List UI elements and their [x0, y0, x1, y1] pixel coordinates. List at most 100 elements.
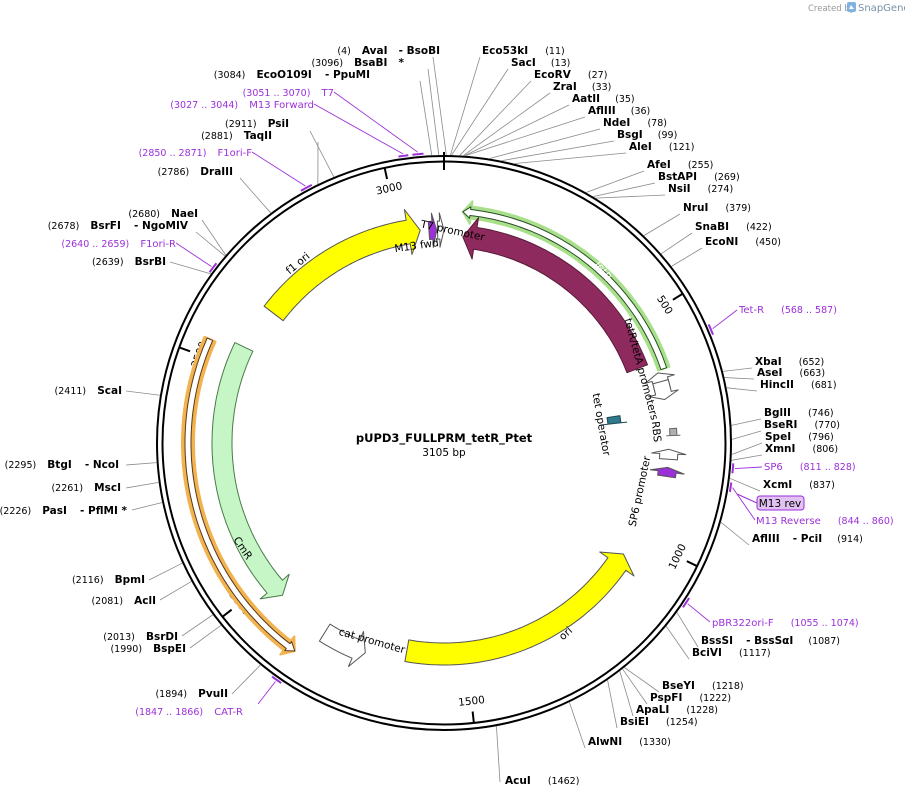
tet-operator-mark — [601, 415, 628, 426]
enzyme-label-bsrfi: (2678) BsrFI - NgoMIV — [48, 214, 189, 233]
enzyme-label-ecoo109i: (3084) EcoO109I - PpuMI — [214, 63, 370, 82]
scale-tick — [179, 346, 191, 353]
enzyme-pos: (2678) — [48, 221, 80, 232]
enzyme-leader — [489, 128, 601, 159]
primer-leader — [732, 487, 756, 521]
enzyme-pos: (914) — [837, 534, 863, 545]
enzyme-pos: (2411) — [55, 386, 87, 397]
enzyme-label-zrai: ZraI (33) — [553, 75, 611, 94]
enzyme-leader — [201, 219, 227, 256]
enzyme-name: XbaI — [755, 356, 782, 368]
primer-label-cat-r: (1847 .. 1866) CAT-R — [135, 700, 243, 719]
pbr322ori-f-primer-mark — [682, 597, 690, 608]
enzyme-pos: (2680) — [128, 209, 160, 220]
sp6-promoter-label: SP6 promoter — [627, 454, 654, 527]
enzyme-pos: (11) — [545, 46, 565, 57]
enzyme-label-aatii: AatII (35) — [572, 87, 635, 106]
enzyme-name: HincII — [760, 379, 794, 391]
enzyme-name: BsaBI — [354, 57, 387, 69]
enzyme-pos: (35) — [615, 94, 635, 105]
enzyme-name: BsiEI — [620, 716, 649, 728]
enzyme-label-saci: SacI (13) — [511, 51, 570, 70]
tetr-arrow-thin — [462, 206, 668, 371]
enzyme-name: AcuI — [505, 775, 531, 787]
enzyme-name: XcmI — [763, 479, 792, 491]
enzyme-label-nsii: NsiI (274) — [668, 177, 733, 196]
enzyme-label-bstapi: BstAPI (269) — [658, 165, 740, 184]
enzyme-label-alwni: AlwNI (1330) — [588, 730, 671, 749]
enzyme-pos: (255) — [688, 160, 714, 171]
enzyme-leader — [660, 232, 693, 255]
enzyme-label-bsabi: (3096) BsaBI * — [311, 51, 404, 70]
enzyme-pos: (837) — [809, 480, 835, 491]
primer-pos: (1055 .. 1074) — [791, 618, 859, 629]
snapgene-brand: SnapGene — [858, 3, 905, 14]
enzyme-name: NsiI — [668, 183, 691, 195]
enzyme-pos: (2639) — [92, 257, 124, 268]
enzyme-leader — [496, 726, 501, 783]
scale-tick-label: 1500 — [458, 694, 486, 709]
enzyme-pos: (2226) — [0, 506, 31, 517]
enzyme-name: AleI — [629, 141, 652, 153]
primer-pos: (3027 .. 3044) — [170, 100, 238, 111]
enzyme-name: AatII — [572, 93, 600, 105]
enzyme-pos: (1228) — [686, 705, 718, 716]
enzyme-name: BpmI — [115, 574, 145, 586]
tet-r-primer-mark — [707, 323, 714, 335]
enzyme-label-bcivi: BciVI (1117) — [692, 641, 771, 660]
enzyme-pos: (4) — [337, 46, 350, 57]
enzyme-extra: - BssSαI — [746, 635, 793, 647]
enzyme-leader — [459, 80, 532, 156]
enzyme-label-pasi: (2226) PasI - PflMI * — [0, 499, 128, 518]
enzyme-leader — [451, 68, 509, 156]
enzyme-pos: (2013) — [103, 632, 135, 643]
enzyme-name: SnaBI — [695, 221, 729, 233]
primer-pos: (568 .. 587) — [781, 305, 837, 316]
enzyme-leader — [731, 454, 763, 461]
enzyme-pos: (1990) — [110, 644, 142, 655]
enzyme-name: ScaI — [97, 385, 122, 397]
primer-leader — [333, 91, 419, 153]
enzyme-name: NdeI — [603, 117, 630, 129]
enzyme-label-bglii: BglII (746) — [764, 401, 834, 420]
enzyme-name: AflIII — [588, 105, 616, 117]
enzyme-leader — [462, 92, 551, 156]
enzyme-leader — [731, 418, 762, 426]
rbs-mark — [666, 427, 681, 437]
enzyme-leader — [125, 390, 161, 396]
enzyme-pos: (1087) — [808, 636, 840, 647]
tetr-arrow — [462, 217, 648, 374]
enzyme-name: NaeI — [171, 208, 198, 220]
plasmid-length: 3105 bp — [422, 447, 466, 459]
primer-pos: (811 .. 828) — [800, 462, 856, 473]
enzyme-label-ecorv: EcoRV (27) — [534, 63, 607, 82]
primer-name: pBR322ori-F — [712, 618, 774, 629]
enzyme-name: DraIII — [200, 166, 233, 178]
enzyme-label-bseri: BseRI (770) — [764, 413, 840, 432]
enzyme-pos: (3084) — [214, 70, 246, 81]
enzyme-leader — [159, 581, 192, 601]
enzyme-pos: (3096) — [311, 58, 343, 69]
enzyme-pos: (422) — [746, 222, 772, 233]
enzyme-leader — [671, 247, 703, 267]
enzyme-name: TaqII — [244, 130, 272, 142]
enzyme-pos: (33) — [592, 82, 612, 93]
primer-leader — [313, 103, 404, 155]
enzyme-name: BciVI — [692, 647, 722, 659]
enzyme-pos: (99) — [658, 130, 678, 141]
enzyme-extra: - BsoBI — [399, 45, 440, 57]
primer-name: T7 — [321, 88, 334, 99]
enzyme-leader — [239, 177, 272, 214]
cat-promoter-arrow — [318, 623, 366, 667]
cmr-arrow-thin — [184, 337, 296, 652]
enzyme-name: EcoO109I — [256, 69, 311, 81]
enzyme-label-alei: AleI (121) — [629, 135, 694, 154]
enzyme-name: AfeI — [647, 159, 671, 171]
enzyme-leader — [643, 213, 681, 236]
enzyme-extra: - PflMI * — [80, 505, 128, 517]
enzyme-leader — [450, 56, 481, 156]
enzyme-name: PsiI — [268, 118, 289, 130]
enzyme-name: EcoNI — [705, 236, 738, 248]
enzyme-leader — [125, 462, 157, 466]
enzyme-leader — [148, 562, 183, 581]
